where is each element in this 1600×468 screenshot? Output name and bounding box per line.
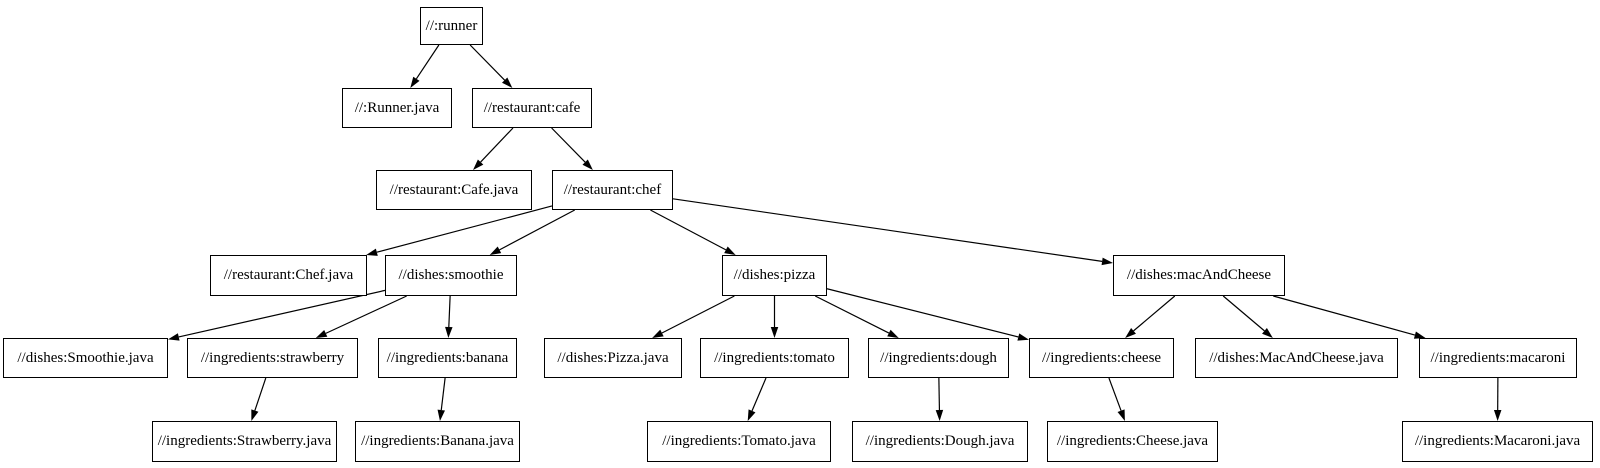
graph-edge-chef-to-pizza [650,209,727,251]
graph-edge-smoothie-to-banana [448,295,451,328]
graph-node-macandcheese_java: //dishes:MacAndCheese.java [1195,338,1398,378]
graph-edge-arrowhead-pizza-to-pizza_java [652,329,664,338]
graph-node-smoothie: //dishes:smoothie [385,255,517,296]
graph-node-runner_java: //:Runner.java [342,88,452,128]
graph-edge-strawberry-to-strawberry_java [254,377,267,411]
graph-edge-arrowhead-cheese-to-cheese_java [1117,409,1125,421]
graph-edge-tomato-to-tomato_java [751,377,767,412]
graph-edge-macandcheese-to-cheese [1133,295,1176,332]
graph-node-chef_java: //restaurant:Chef.java [210,255,367,296]
graph-node-dough: //ingredients:dough [868,338,1009,378]
graph-edge-arrowhead-macandcheese-to-macandcheese_java [1262,328,1273,338]
graph-edge-arrowhead-macandcheese-to-cheese [1125,328,1136,338]
graph-edge-pizza-to-cheese [826,288,1019,338]
graph-edge-arrowhead-chef-to-macandcheese [1101,257,1113,266]
graph-edge-pizza-to-dough [814,295,890,334]
graph-edge-arrowhead-runner-to-runner_java [410,76,420,88]
graph-node-strawberry: //ingredients:strawberry [187,338,358,378]
graph-node-strawberry_java: //ingredients:Strawberry.java [152,421,337,462]
graph-edge-banana-to-banana_java [440,377,446,411]
graph-edge-runner-to-cafe [469,44,506,81]
graph-edge-arrowhead-banana-to-banana_java [437,409,445,421]
graph-edge-arrowhead-chef-to-pizza [724,246,736,255]
graph-edge-runner-to-runner_java [415,44,440,80]
graph-edge-arrowhead-chef-to-chef_java [366,248,378,256]
graph-node-cheese_java: //ingredients:Cheese.java [1047,421,1218,462]
graph-node-chef: //restaurant:chef [552,170,673,210]
graph-edge-arrowhead-macandcheese-to-macaroni [1413,331,1426,339]
graph-edge-chef-to-macandcheese [672,198,1103,262]
graph-edge-pizza-to-pizza_java [661,295,735,334]
graph-edge-smoothie-to-smoothie_java [178,289,386,338]
graph-edge-smoothie-to-strawberry [325,295,407,334]
graph-edge-arrowhead-smoothie-to-banana [445,326,453,338]
graph-node-macaroni: //ingredients:macaroni [1419,338,1577,378]
graph-edge-arrowhead-smoothie-to-strawberry [315,329,328,338]
graph-edge-arrowhead-tomato-to-tomato_java [747,409,756,421]
graph-node-pizza_java: //dishes:Pizza.java [544,338,682,378]
graph-node-banana_java: //ingredients:Banana.java [355,421,520,462]
graph-edge-macandcheese-to-macaroni [1273,295,1416,336]
graph-node-cheese: //ingredients:cheese [1029,338,1174,378]
graph-node-cafe_java: //restaurant:Cafe.java [376,170,532,210]
graph-node-tomato: //ingredients:tomato [700,338,849,378]
graph-edge-arrowhead-cafe-to-cafe_java [473,159,484,170]
graph-edge-arrowhead-pizza-to-dough [887,329,899,338]
graph-node-pizza: //dishes:pizza [722,255,827,296]
graph-node-runner: //:runner [420,7,483,45]
graph-node-cafe: //restaurant:cafe [472,88,592,128]
graph-edge-arrowhead-dough-to-dough_java [935,409,944,421]
graph-edge-cafe-to-cafe_java [480,127,514,163]
graph-edge-arrowhead-chef-to-smoothie [489,246,502,255]
graph-edge-arrowhead-runner-to-cafe [501,77,513,88]
graph-node-banana: //ingredients:banana [378,338,517,378]
graph-edge-macandcheese-to-macandcheese_java [1222,295,1265,332]
graph-node-macandcheese: //dishes:macAndCheese [1113,255,1285,296]
graph-edge-arrowhead-smoothie-to-smoothie_java [168,333,180,341]
graph-edge-arrowhead-pizza-to-tomato [770,327,779,338]
graph-edge-cheese-to-cheese_java [1108,377,1122,411]
graph-edge-chef-to-chef_java [376,205,553,253]
graph-node-dough_java: //ingredients:Dough.java [852,421,1028,462]
graph-edge-arrowhead-pizza-to-cheese [1017,333,1029,341]
graph-edge-arrowhead-cafe-to-chef [582,159,593,170]
graph-edge-dough-to-dough_java [938,377,941,411]
graph-node-macaroni_java: //ingredients:Macaroni.java [1402,421,1593,462]
graph-edge-chef-to-smoothie [499,209,576,251]
graph-edge-arrowhead-strawberry-to-strawberry_java [251,409,259,421]
graph-node-smoothie_java: //dishes:Smoothie.java [3,338,168,378]
graph-edge-arrowhead-macaroni-to-macaroni_java [1493,409,1502,421]
graph-node-tomato_java: //ingredients:Tomato.java [647,421,831,462]
graph-edge-cafe-to-chef [551,127,586,163]
